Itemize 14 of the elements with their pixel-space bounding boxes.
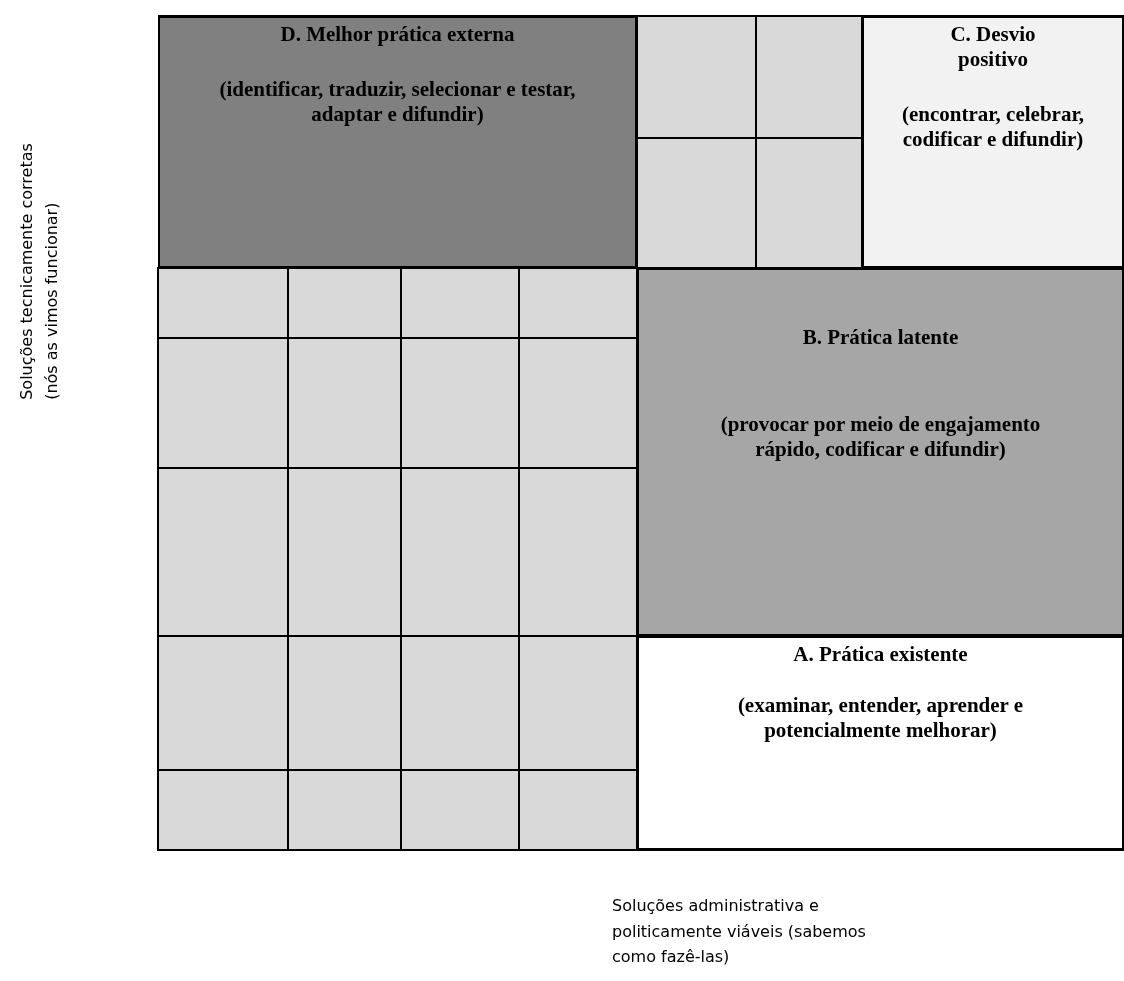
quadrant-box [637, 636, 1124, 850]
quadrant-title: D. Melhor prática externa [280, 22, 515, 47]
quadrant-box [862, 16, 1124, 268]
quadrant-description: (encontrar, celebrar, codificar e difundir) [900, 102, 1086, 152]
quadrant-title: A. Prática existente [793, 642, 968, 667]
axis-label: Soluções administrativa e politicamente viáveis (sabemos como fazê-las) [612, 895, 867, 969]
quadrant-box [637, 268, 1124, 636]
quadrant-description: (provocar por meio de engajamento rápido, codificar e difundir) [719, 412, 1042, 462]
quadrant-title: C. Desvio positivo [949, 22, 1037, 72]
axis-label: Soluções tecnicamente corretas (nós as vimos funcionar) [16, 142, 62, 400]
quadrant-description: (identificar, traduzir, selecionar e testar, adaptar e difundir) [218, 77, 577, 127]
quadrant-box [158, 16, 637, 268]
quadrant-description: (examinar, entender, aprender e potencialmente melhorar) [736, 693, 1025, 743]
quadrant-title: B. Prática latente [802, 325, 959, 350]
